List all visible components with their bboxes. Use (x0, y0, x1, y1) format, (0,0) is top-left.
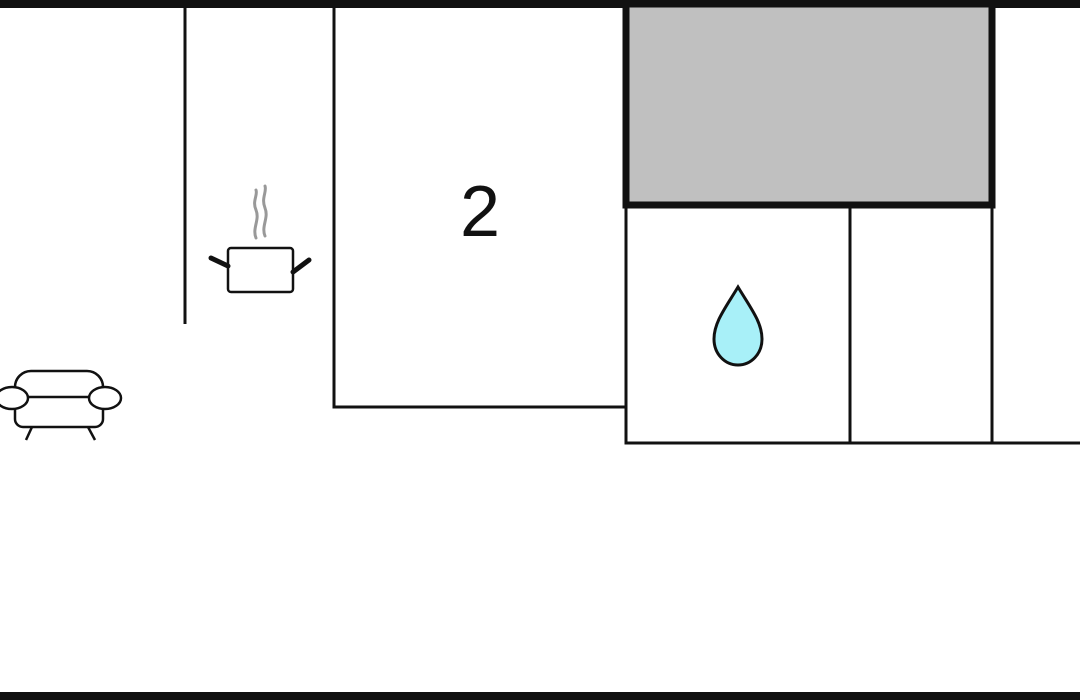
pot-body (226, 246, 295, 294)
sofa-seat (13, 395, 105, 429)
pot-handle-left (208, 255, 231, 269)
bedroom-number-label: 2 (460, 172, 500, 252)
sofa-arm-left (0, 385, 30, 411)
shaded-area (622, 0, 996, 209)
sofa-leg-left (24, 426, 34, 441)
sofa-leg-right (86, 426, 97, 441)
bedroom-walls (332, 8, 626, 409)
steam-icon (253, 184, 268, 240)
water-drop-icon (712, 284, 764, 367)
bathroom-walls (624, 205, 1080, 445)
pot-handle-right (290, 257, 312, 275)
sofa-icon (0, 369, 123, 441)
kitchen-pot-icon (208, 184, 312, 294)
sofa-arm-right (87, 385, 123, 411)
